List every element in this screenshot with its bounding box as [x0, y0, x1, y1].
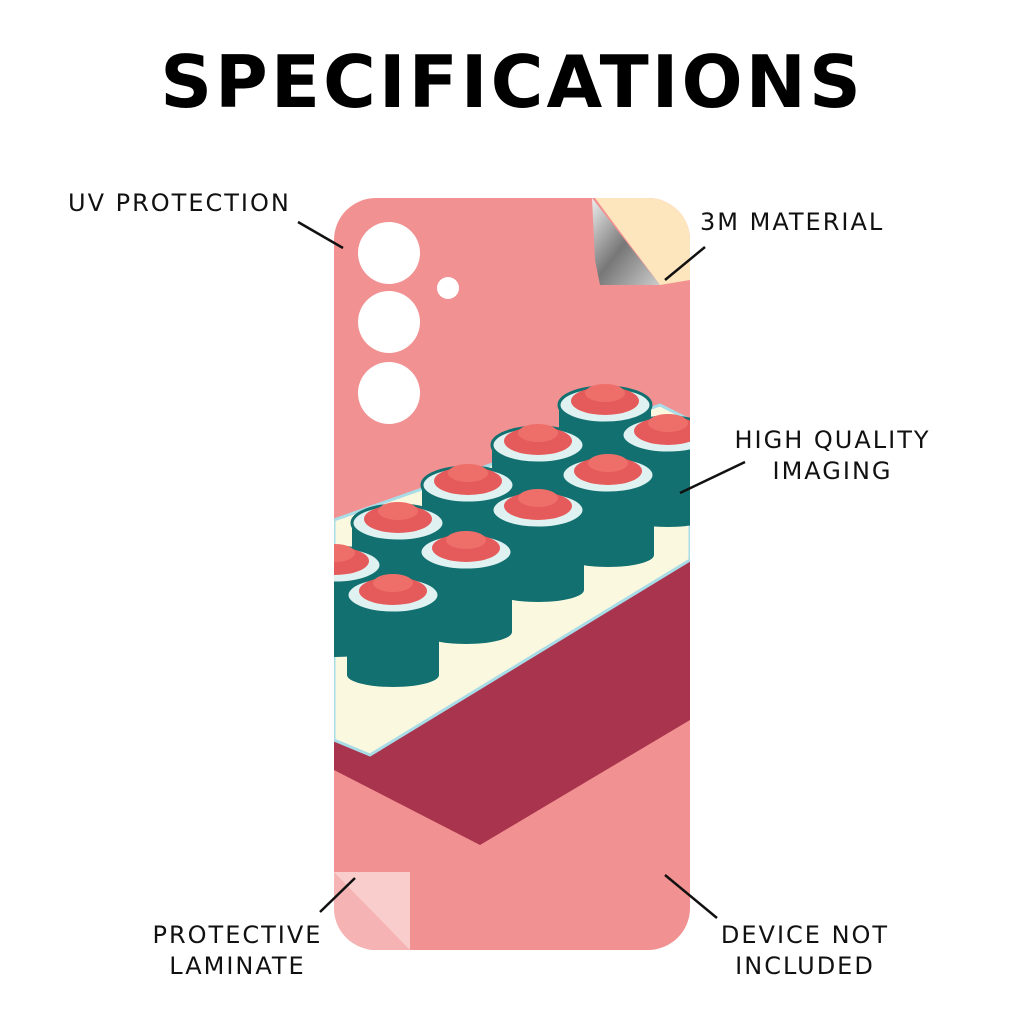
label-protective-laminate: PROTECTIVE LAMINATE: [140, 920, 335, 982]
peel-corner: [592, 198, 660, 285]
label-line: DEVICE NOT: [720, 921, 890, 949]
camera-hole: [358, 222, 420, 284]
sushi-rolls: [334, 384, 690, 687]
label-uv-protection: UV PROTECTION: [68, 189, 291, 217]
label-line: LAMINATE: [169, 952, 306, 980]
camera-hole: [358, 362, 420, 424]
sushi-roll: [490, 489, 586, 602]
label-line: INCLUDED: [735, 952, 875, 980]
callout-line: [664, 246, 706, 281]
label-line: PROTECTIVE: [152, 921, 323, 949]
sushi-roll: [418, 531, 514, 644]
label-3m-material: 3M MATERIAL: [700, 208, 885, 236]
callout-line: [319, 877, 356, 913]
label-device-not-included: DEVICE NOT INCLUDED: [705, 920, 905, 982]
flash-hole: [437, 277, 459, 299]
label-line: IMAGING: [772, 457, 893, 485]
callout-line: [679, 460, 746, 495]
tray: [334, 560, 690, 845]
peel-backing: [595, 198, 690, 285]
camera-hole: [358, 291, 420, 353]
callout-line: [664, 874, 718, 919]
label-high-quality-imaging: HIGH QUALITY IMAGING: [720, 425, 945, 487]
label-line: HIGH QUALITY: [734, 426, 931, 454]
callout-line: [297, 220, 344, 250]
page-title: SPECIFICATIONS: [160, 40, 864, 124]
sushi-roll: [345, 574, 441, 687]
